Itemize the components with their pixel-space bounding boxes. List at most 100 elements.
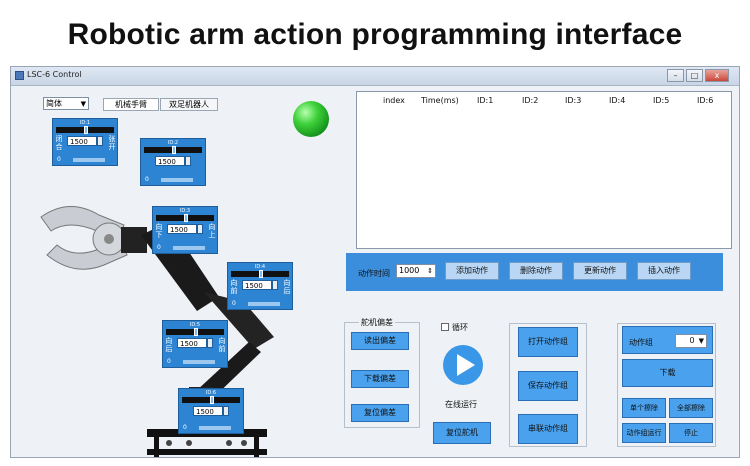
servo-value-input[interactable]: 1500 (193, 406, 223, 416)
servo-spin-button[interactable] (97, 136, 103, 146)
servo-value-input[interactable]: 1500 (177, 338, 207, 348)
online-run-label: 在线运行 (445, 400, 477, 409)
servo-slider-handle[interactable] (194, 328, 198, 336)
robot-arm-illustration (40, 206, 274, 457)
chain-action-group-button[interactable]: 串联动作组 (518, 414, 578, 444)
servo-fine-slider[interactable] (183, 360, 215, 364)
servo-panel-6: ID:6 1500 0 (178, 388, 244, 434)
servo-panel-5: ID:5 向后 1500 向前 0 (162, 320, 228, 368)
erase-single-button[interactable]: 单个擦除 (622, 398, 666, 418)
app-icon (15, 71, 24, 80)
servo-value-input[interactable]: 1500 (242, 280, 272, 290)
maximize-button[interactable]: □ (686, 69, 703, 82)
servo-slider-handle[interactable] (184, 214, 188, 222)
tab-robot-arm[interactable]: 机械手臂 (103, 98, 159, 111)
action-group-select-value: 0 (689, 336, 695, 345)
chevron-down-icon: ▼ (80, 100, 86, 108)
action-group-file-box: 打开动作组 保存动作组 串联动作组 (509, 323, 587, 447)
erase-all-button[interactable]: 全部擦除 (669, 398, 713, 418)
action-time-value: 1000 (399, 266, 420, 275)
column-header-id5: ID:5 (653, 96, 670, 105)
column-header-id6: ID:6 (697, 96, 714, 105)
servo-spin-button[interactable] (272, 280, 278, 290)
stop-button[interactable]: 停止 (669, 423, 713, 443)
download-offset-button[interactable]: 下载偏差 (351, 370, 409, 388)
servo-min-label: 0 (167, 358, 171, 365)
action-group-row: 动作组 0 ▼ (622, 326, 713, 354)
servo-value-input[interactable]: 1500 (167, 224, 197, 234)
delete-action-button[interactable]: 删除动作 (509, 262, 563, 280)
servo-left-label: 向后 (165, 337, 173, 353)
servo-min-label: 0 (232, 300, 236, 307)
action-group-select[interactable]: 0 ▼ (675, 334, 707, 348)
action-time-input[interactable]: 1000 ⇕ (396, 264, 436, 278)
tab-biped-robot[interactable]: 双足机器人 (160, 98, 218, 111)
servo-offset-group: 舵机偏差 读出偏差 下载偏差 复位偏差 (344, 317, 420, 428)
servo-right-label: 张开 (108, 135, 116, 151)
loop-label: 循环 (452, 323, 468, 332)
servo-min-label: 0 (183, 424, 187, 431)
servo-panel-4: ID:4 向前 1500 向后 0 (227, 262, 293, 310)
servo-left-label: 向前 (230, 279, 238, 295)
servo-fine-slider[interactable] (161, 178, 193, 182)
column-header-id1: ID:1 (477, 96, 494, 105)
column-header-id2: ID:2 (522, 96, 539, 105)
column-header-id4: ID:4 (609, 96, 626, 105)
column-header-time: Time(ms) (421, 96, 459, 105)
window-title: LSC-6 Control (27, 70, 82, 79)
servo-right-label: 向后 (283, 279, 291, 295)
servo-fine-slider[interactable] (73, 158, 105, 162)
download-button[interactable]: 下载 (622, 359, 713, 387)
play-button[interactable] (442, 344, 484, 386)
insert-action-button[interactable]: 插入动作 (637, 262, 691, 280)
reset-offset-button[interactable]: 复位偏差 (351, 404, 409, 422)
spin-arrows-icon: ⇕ (427, 267, 433, 275)
add-action-button[interactable]: 添加动作 (445, 262, 499, 280)
servo-slider-handle[interactable] (210, 396, 214, 404)
servo-min-label: 0 (57, 156, 61, 163)
servo-id-label: ID:2 (167, 140, 179, 146)
servo-fine-slider[interactable] (199, 426, 231, 430)
servo-slider-handle[interactable] (259, 270, 263, 278)
read-offset-button[interactable]: 读出偏差 (351, 332, 409, 350)
servo-min-label: 0 (145, 176, 149, 183)
servo-id-label: ID:3 (179, 208, 191, 214)
servo-value-input[interactable]: 1500 (155, 156, 185, 166)
servo-right-label: 向上 (208, 223, 216, 239)
action-group-label: 动作组 (629, 338, 653, 347)
servo-left-label: 向下 (155, 223, 163, 239)
action-table[interactable]: index Time(ms) ID:1 ID:2 ID:3 ID:4 ID:5 … (356, 91, 732, 249)
servo-slider-handle[interactable] (172, 146, 176, 154)
servo-fine-slider[interactable] (248, 302, 280, 306)
close-button[interactable]: x (705, 69, 729, 82)
language-select-value: 简体 (46, 99, 62, 108)
action-bar: 动作时间 1000 ⇕ 添加动作 删除动作 更新动作 插入动作 (346, 253, 723, 291)
servo-panel-3: ID:3 向下 1500 向上 0 (152, 206, 218, 254)
servo-value-input[interactable]: 1500 (67, 136, 97, 146)
loop-checkbox[interactable] (441, 323, 449, 331)
open-action-group-button[interactable]: 打开动作组 (518, 327, 578, 357)
servo-offset-title: 舵机偏差 (359, 317, 395, 328)
servo-fine-slider[interactable] (173, 246, 205, 250)
servo-panel-1: ID:1 闭合 1500 张开 0 (52, 118, 118, 166)
servo-min-label: 0 (157, 244, 161, 251)
update-action-button[interactable]: 更新动作 (573, 262, 627, 280)
save-action-group-button[interactable]: 保存动作组 (518, 371, 578, 401)
servo-slider-handle[interactable] (84, 126, 88, 134)
column-header-id3: ID:3 (565, 96, 582, 105)
run-action-group-button[interactable]: 动作组运行 (622, 423, 666, 443)
reset-servo-button[interactable]: 复位舵机 (433, 422, 491, 444)
status-light (293, 101, 329, 137)
action-time-label: 动作时间 (358, 269, 390, 278)
servo-spin-button[interactable] (185, 156, 191, 166)
servo-spin-button[interactable] (223, 406, 229, 416)
servo-left-label: 闭合 (55, 135, 63, 151)
minimize-button[interactable]: – (667, 69, 684, 82)
servo-spin-button[interactable] (197, 224, 203, 234)
language-select[interactable]: 简体 ▼ (43, 97, 89, 110)
servo-right-label: 向前 (218, 337, 226, 353)
banner-title: Robotic arm action programming interface (67, 18, 683, 51)
app-window: LSC-6 Control – □ x 简体 ▼ 机械手臂 双足机器人 ID (10, 66, 740, 458)
servo-spin-button[interactable] (207, 338, 213, 348)
column-header-index: index (383, 96, 405, 105)
